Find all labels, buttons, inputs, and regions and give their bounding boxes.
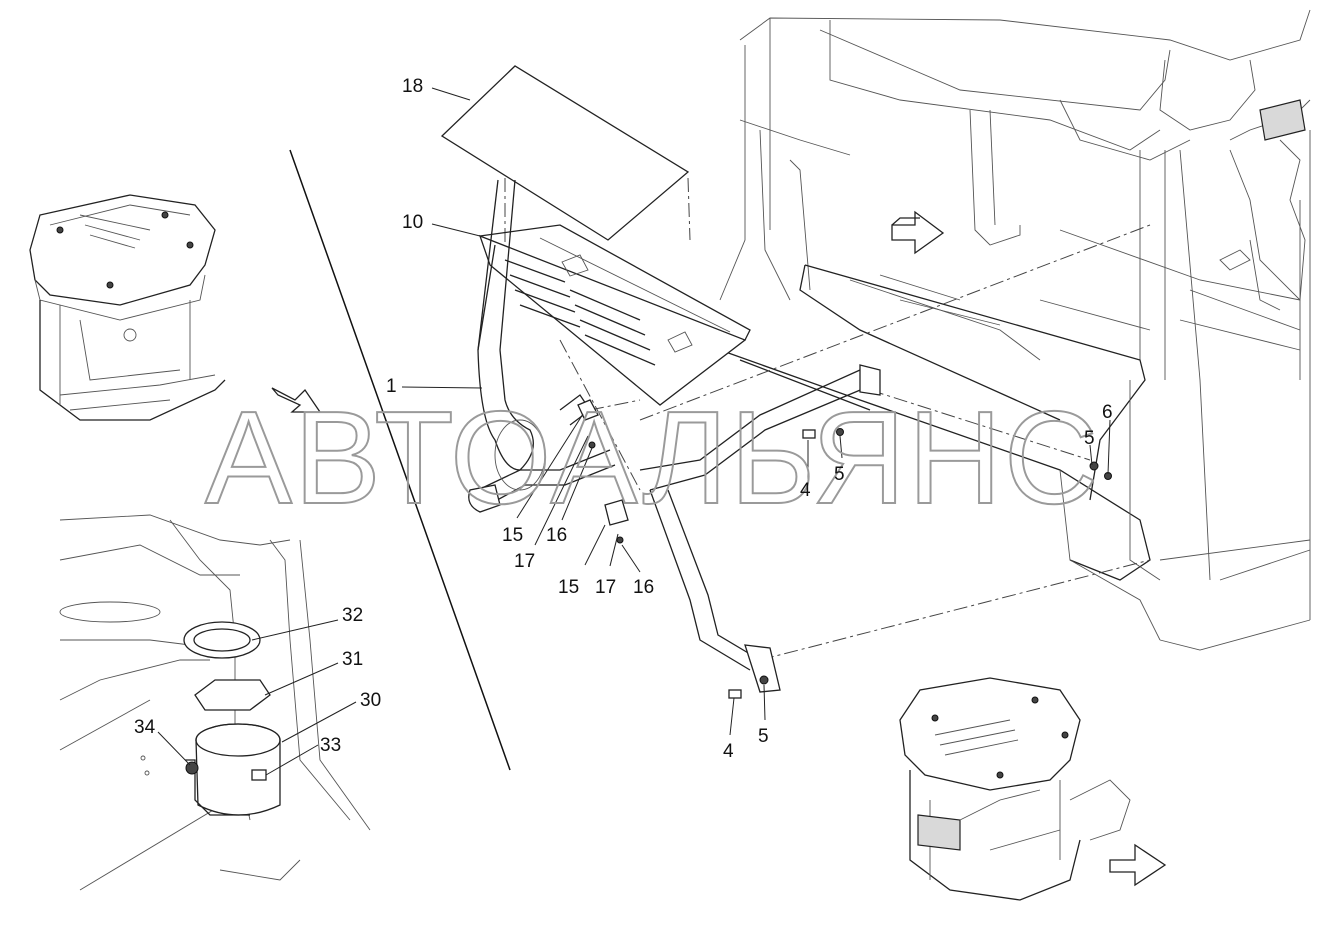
cup-holder-inset xyxy=(59,514,371,891)
callout-4: 4 xyxy=(723,741,734,762)
callout-34: 34 xyxy=(134,717,156,738)
callout-31: 31 xyxy=(342,649,363,670)
part-18-plate xyxy=(440,65,690,241)
callout-17: 17 xyxy=(595,577,616,598)
watermark-text: АВТОАЛЬЯНС xyxy=(205,384,1100,531)
view-divider-line xyxy=(289,149,511,771)
callout-33: 33 xyxy=(320,735,341,756)
cab-background xyxy=(719,9,1311,651)
main-assembly xyxy=(157,65,1151,776)
callout-32: 32 xyxy=(342,605,363,626)
direction-arrow-icon xyxy=(1109,843,1167,887)
callout-16: 16 xyxy=(633,577,654,598)
callout-5: 5 xyxy=(758,726,769,747)
callout-18: 18 xyxy=(402,76,423,97)
callout-15: 15 xyxy=(558,577,579,598)
callout-17: 17 xyxy=(514,551,535,572)
callout-30: 30 xyxy=(360,690,381,711)
callout-16: 16 xyxy=(546,525,567,546)
callout-10: 10 xyxy=(402,212,423,233)
callout-15: 15 xyxy=(502,525,523,546)
direction-arrow-icon xyxy=(271,387,322,413)
callout-4: 4 xyxy=(800,480,811,501)
callout-6: 6 xyxy=(1102,402,1113,423)
direction-arrow-icon xyxy=(891,210,945,255)
callout-labels: 18 10 1 6 5 5 4 15 16 17 15 17 16 4 5 32… xyxy=(134,76,1113,762)
callout-1: 1 xyxy=(386,376,397,397)
callout-5: 5 xyxy=(834,464,845,485)
callout-5: 5 xyxy=(1084,428,1095,449)
seat-inset-bottom xyxy=(899,677,1167,901)
seat-inset-top xyxy=(29,194,226,421)
